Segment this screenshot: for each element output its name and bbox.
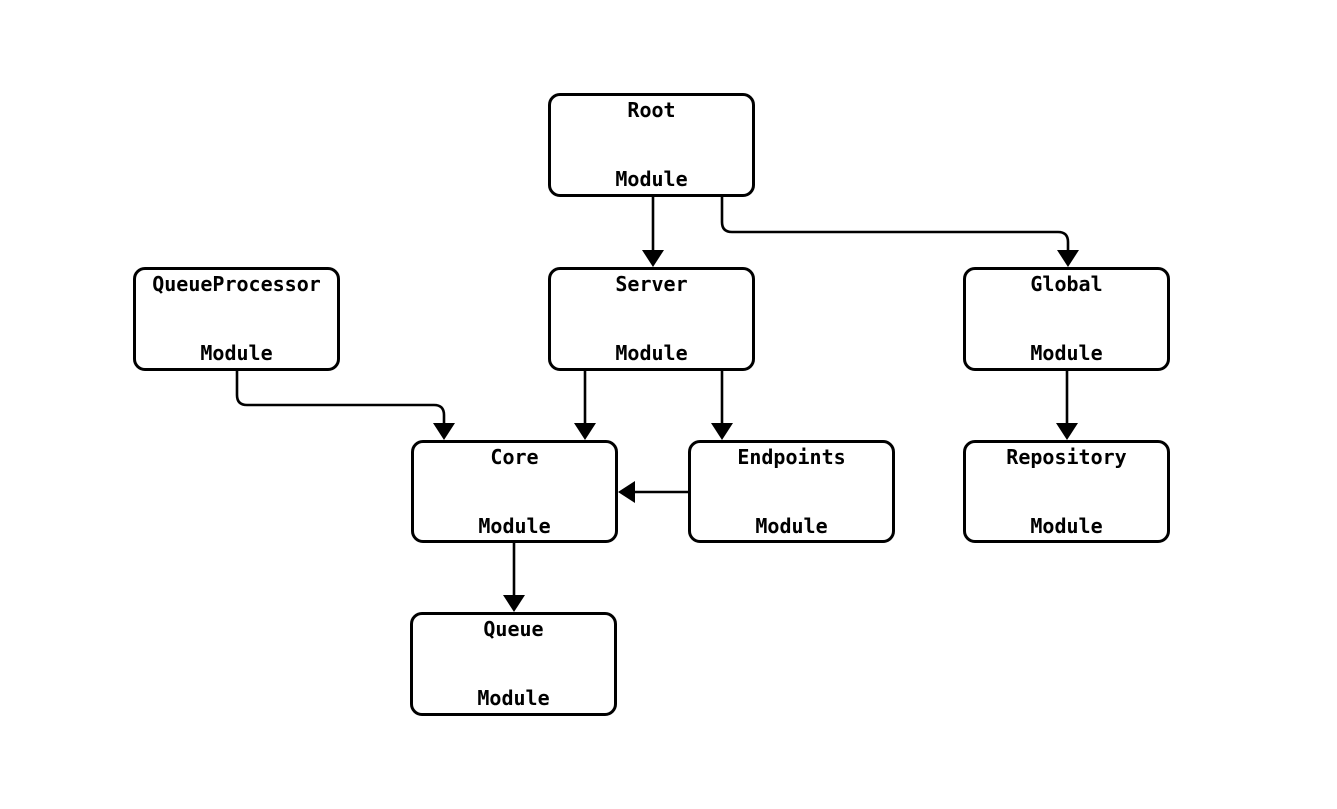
node-root-module-label: Root Module [615, 53, 687, 237]
node-repository-module: Repository Module [963, 440, 1170, 543]
edge-server-to-core [574, 371, 596, 440]
edge-endpoints-to-core [618, 481, 688, 503]
node-label-line: Server [615, 272, 688, 296]
node-server-module: Server Module [548, 267, 755, 371]
node-label-line: Module [615, 167, 688, 191]
arrowhead-icon [503, 595, 525, 612]
node-label-line: Module [200, 341, 273, 365]
node-label-line: Global [1030, 272, 1103, 296]
node-label-line: Module [755, 513, 828, 538]
arrowhead-icon [642, 250, 664, 267]
node-label-line: Core [490, 444, 539, 469]
arrowhead-icon [618, 481, 635, 503]
node-label-line: QueueProcessor [152, 272, 321, 296]
node-global-module: Global Module [963, 267, 1170, 371]
node-queueprocessor-module: QueueProcessor Module [133, 267, 340, 371]
node-label-line: Module [477, 686, 550, 710]
node-root-module: Root Module [548, 93, 755, 197]
node-queue-module: Queue Module [410, 612, 617, 716]
arrowhead-icon [1057, 250, 1079, 267]
node-queueprocessor-module-label: QueueProcessor Module [152, 227, 321, 411]
arrowhead-icon [574, 423, 596, 440]
node-core-module-label: Core Module [478, 400, 550, 584]
node-endpoints-module-label: Endpoints Module [737, 400, 845, 584]
node-endpoints-module: Endpoints Module [688, 440, 895, 543]
node-label-line: Queue [483, 617, 544, 641]
edge-core-to-queue [503, 543, 525, 612]
node-label-line: Repository [1006, 444, 1127, 469]
node-global-module-label: Global Module [1030, 227, 1102, 411]
arrowhead-icon [711, 423, 733, 440]
node-label-line: Module [1030, 513, 1103, 538]
edge-server-to-endpoints [711, 371, 733, 440]
node-server-module-label: Server Module [615, 227, 687, 411]
arrowhead-icon [433, 423, 455, 440]
edge-queueprocessor-to-core [235, 371, 455, 440]
edge-global-to-repository [1056, 371, 1078, 440]
node-label-line: Endpoints [737, 444, 846, 469]
node-queue-module-label: Queue Module [477, 572, 549, 756]
edge-root-to-global [720, 197, 1079, 267]
node-label-line: Module [615, 341, 688, 365]
node-label-line: Root [627, 98, 676, 122]
node-repository-module-label: Repository Module [1006, 400, 1126, 584]
arrowhead-icon [1056, 423, 1078, 440]
node-label-line: Module [1030, 341, 1103, 365]
edge-root-to-server [642, 197, 664, 267]
node-core-module: Core Module [411, 440, 618, 543]
node-label-line: Module [478, 513, 551, 538]
